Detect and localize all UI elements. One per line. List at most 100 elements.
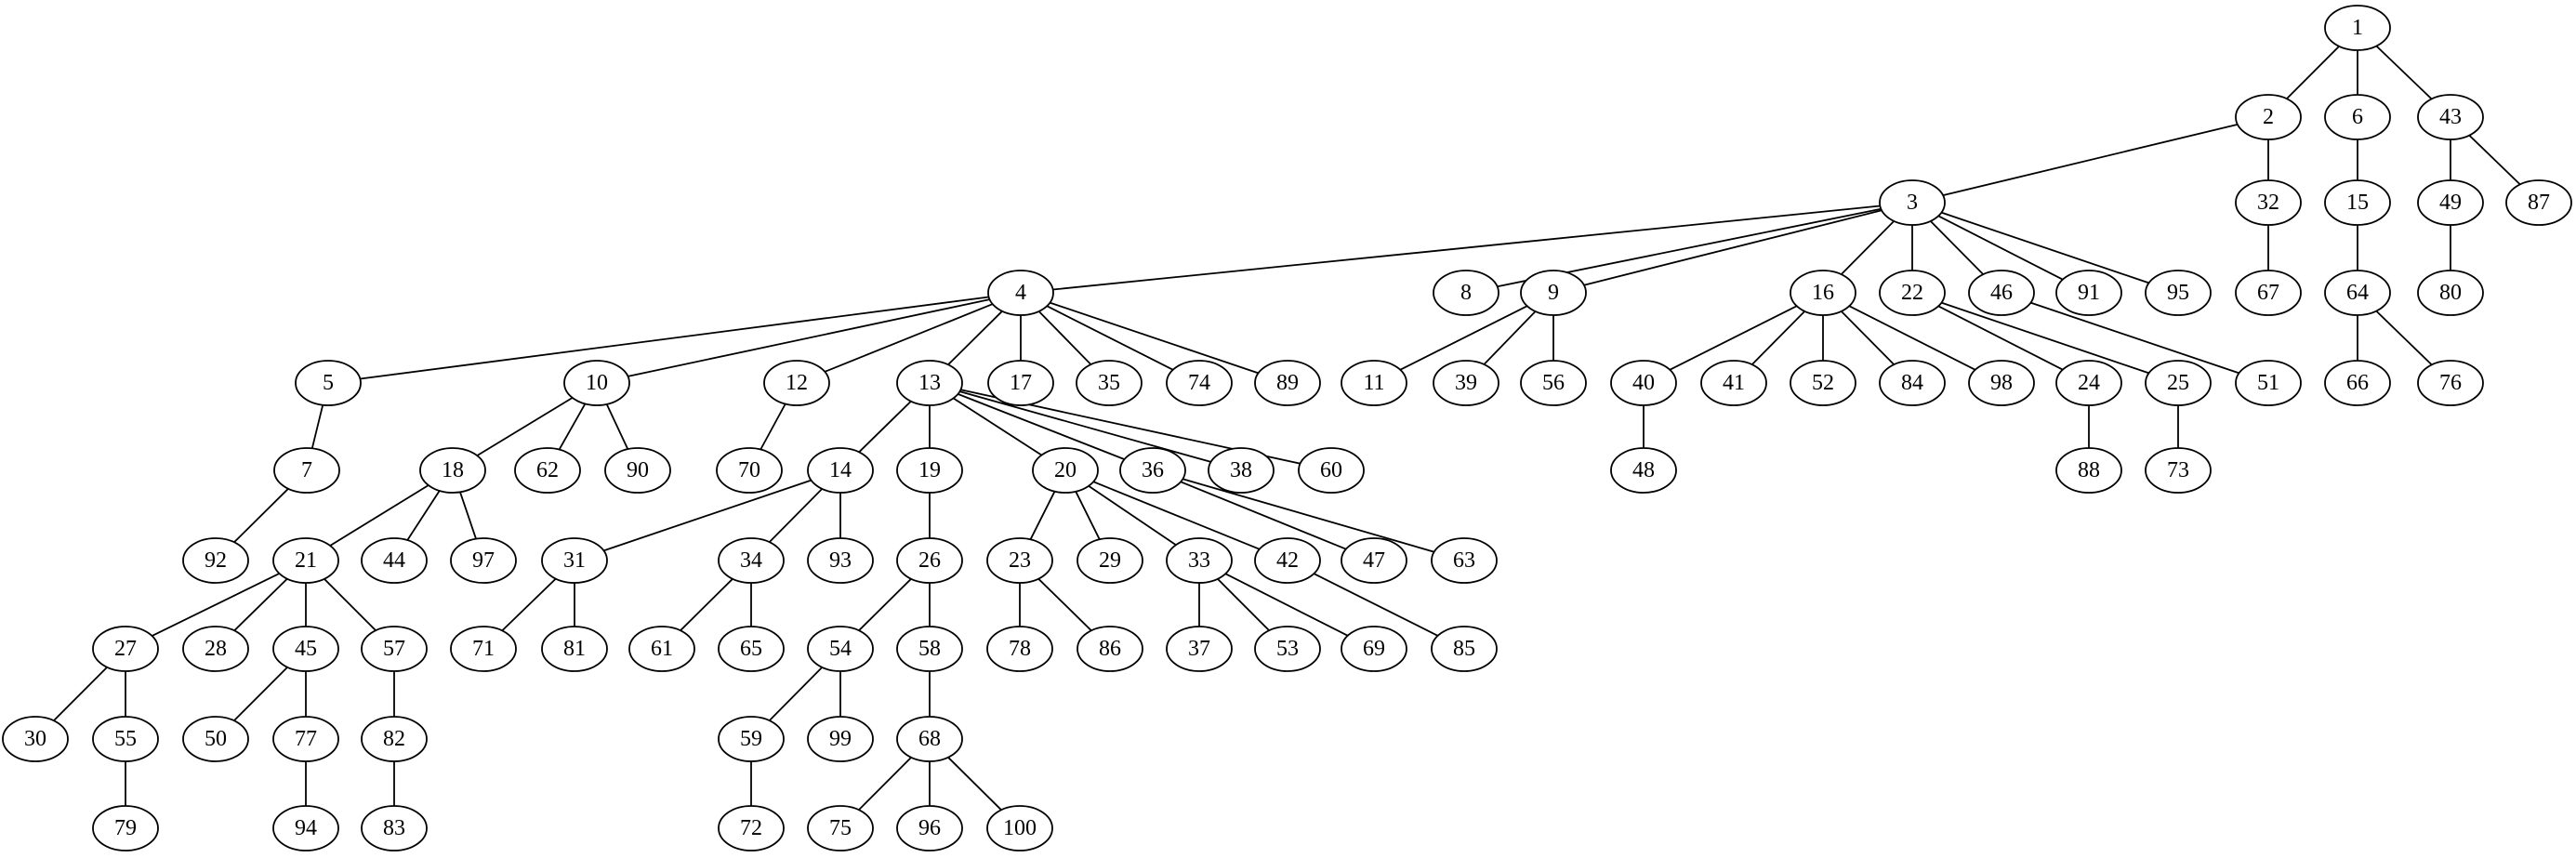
node-label: 3 xyxy=(1907,191,1918,215)
tree-node-44: 44 xyxy=(361,537,428,584)
tree-node-36: 36 xyxy=(1119,447,1186,494)
tree-node-4: 4 xyxy=(987,270,1054,316)
node-label: 23 xyxy=(1009,548,1031,573)
tree-node-76: 76 xyxy=(2417,360,2484,406)
edge-9-39 xyxy=(1483,310,1537,365)
node-label: 4 xyxy=(1015,281,1026,305)
edge-43-87 xyxy=(2468,134,2521,186)
node-ellipse xyxy=(1208,447,1275,494)
edge-22-24 xyxy=(1937,305,2064,371)
edge-31-71 xyxy=(501,577,557,632)
node-label: 96 xyxy=(918,816,941,840)
node-ellipse xyxy=(896,716,963,762)
tree-node-20: 20 xyxy=(1032,447,1099,494)
tree-node-92: 92 xyxy=(182,537,249,584)
tree-node-56: 56 xyxy=(1520,360,1587,406)
node-label: 19 xyxy=(918,458,941,482)
node-label: 66 xyxy=(2346,371,2369,395)
node-label: 84 xyxy=(1901,371,1923,395)
tree-node-83: 83 xyxy=(361,805,428,851)
tree-node-60: 60 xyxy=(1298,447,1365,494)
node-label: 62 xyxy=(536,458,559,482)
node-ellipse xyxy=(986,537,1053,584)
edge-layer xyxy=(53,45,2521,811)
edge-1-2 xyxy=(2286,46,2340,99)
node-label: 39 xyxy=(1455,371,1477,395)
node-ellipse xyxy=(1077,626,1143,672)
node-label: 90 xyxy=(627,458,649,482)
tree-node-30: 30 xyxy=(2,716,69,762)
node-label: 15 xyxy=(2346,191,2369,215)
tree-node-96: 96 xyxy=(896,805,963,851)
node-label: 58 xyxy=(918,637,941,661)
tree-node-27: 27 xyxy=(92,626,159,672)
edge-10-62 xyxy=(558,403,587,451)
tree-node-75: 75 xyxy=(807,805,874,851)
node-ellipse xyxy=(1879,270,1946,316)
node-ellipse xyxy=(1166,360,1233,406)
edge-36-47 xyxy=(1180,481,1347,550)
node-label: 27 xyxy=(114,637,137,661)
edge-68-75 xyxy=(858,757,912,811)
node-ellipse xyxy=(1166,537,1233,584)
tree-node-86: 86 xyxy=(1077,626,1143,672)
node-ellipse xyxy=(1968,360,2035,406)
tree-node-57: 57 xyxy=(361,626,428,672)
node-label: 60 xyxy=(1320,458,1342,482)
node-ellipse xyxy=(419,447,486,494)
node-label: 6 xyxy=(2352,105,2363,129)
node-label: 31 xyxy=(563,548,586,573)
node-label: 10 xyxy=(586,371,608,395)
node-ellipse xyxy=(272,805,339,851)
node-label: 50 xyxy=(205,727,227,751)
edge-20-33 xyxy=(1088,485,1177,546)
node-ellipse xyxy=(1166,626,1233,672)
node-label: 73 xyxy=(2167,458,2189,482)
node-ellipse xyxy=(1077,537,1143,584)
tree-node-31: 31 xyxy=(541,537,608,584)
tree-node-26: 26 xyxy=(896,537,963,584)
node-ellipse xyxy=(361,805,428,851)
edge-23-86 xyxy=(1037,578,1092,631)
node-label: 72 xyxy=(740,816,762,840)
tree-node-18: 18 xyxy=(419,447,486,494)
node-label: 5 xyxy=(323,371,334,395)
tree-node-16: 16 xyxy=(1790,270,1856,316)
node-ellipse xyxy=(2145,447,2212,494)
node-ellipse xyxy=(807,626,874,672)
node-ellipse xyxy=(2417,179,2484,226)
node-ellipse xyxy=(986,626,1053,672)
node-ellipse xyxy=(2145,360,2212,406)
edge-20-42 xyxy=(1092,481,1261,550)
edge-14-34 xyxy=(769,488,823,543)
tree-node-15: 15 xyxy=(2324,179,2391,226)
tree-node-9: 9 xyxy=(1520,270,1587,316)
node-label: 74 xyxy=(1188,371,1210,395)
tree-node-78: 78 xyxy=(986,626,1053,672)
node-label: 33 xyxy=(1188,548,1210,573)
node-ellipse xyxy=(2235,179,2302,226)
node-ellipse xyxy=(1254,360,1321,406)
node-ellipse xyxy=(273,447,340,494)
tree-node-29: 29 xyxy=(1077,537,1143,584)
tree-node-19: 19 xyxy=(896,447,963,494)
node-label: 40 xyxy=(1632,371,1655,395)
tree-node-17: 17 xyxy=(987,360,1054,406)
tree-node-40: 40 xyxy=(1610,360,1677,406)
tree-node-41: 41 xyxy=(1700,360,1767,406)
node-ellipse xyxy=(2324,360,2391,406)
edge-16-41 xyxy=(1751,310,1805,365)
tree-node-34: 34 xyxy=(718,537,785,584)
node-ellipse xyxy=(182,716,249,762)
tree-node-51: 51 xyxy=(2235,360,2302,406)
node-ellipse xyxy=(2324,5,2391,51)
node-label: 75 xyxy=(829,816,852,840)
tree-node-100: 100 xyxy=(986,805,1053,851)
edge-4-10 xyxy=(627,298,990,377)
node-ellipse xyxy=(718,805,785,851)
node-ellipse xyxy=(718,626,785,672)
node-ellipse xyxy=(2235,270,2302,316)
tree-node-82: 82 xyxy=(361,716,428,762)
node-ellipse xyxy=(896,360,963,406)
node-ellipse xyxy=(718,537,785,584)
